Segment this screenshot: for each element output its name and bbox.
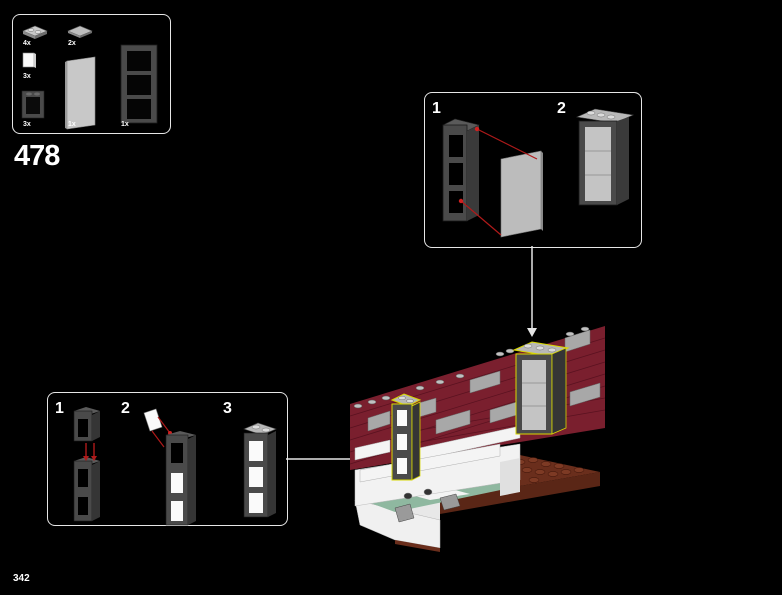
frame-stack-sub2	[143, 408, 196, 526]
frame-stack-sub3	[243, 422, 277, 518]
window-large-new	[512, 341, 570, 435]
tile-1x2-part	[67, 25, 93, 38]
top-callout-substep-2: 2	[557, 100, 566, 117]
plate-1x2-part	[22, 25, 48, 39]
assembled-window-sub2	[575, 108, 635, 206]
left-callout-panel: 1 2 3	[47, 392, 288, 526]
frame-stack-sub1	[73, 407, 100, 522]
step-number: 478	[14, 140, 60, 172]
top-callout-substep-1: 1	[432, 100, 441, 117]
wall-top-studs	[353, 326, 590, 409]
qty-glass-pane-1x1: 3x	[23, 73, 31, 80]
parts-list-art	[21, 25, 158, 130]
floor-details	[394, 488, 461, 523]
window-frame-1x1-part	[21, 90, 45, 119]
qty-plate-1x2: 4x	[23, 40, 31, 47]
glass-pane-1x4x6-part	[65, 56, 96, 130]
left-callout-substep-2: 2	[121, 400, 130, 417]
window-frame-1x4x6-part	[120, 44, 158, 124]
glass-pane-1x4x6-sub1	[500, 150, 543, 238]
window-column-new	[390, 393, 422, 481]
left-callout-substep-3: 3	[223, 400, 232, 417]
page-number: 342	[13, 573, 30, 584]
guide-line-top	[476, 128, 538, 160]
glass-pane-1x1-part	[22, 52, 36, 68]
left-callout-substep-1: 1	[55, 400, 64, 417]
parts-list-panel: 4x 2x 3x 3x 1x 1x	[12, 14, 171, 134]
qty-window-frame-1x4x6: 1x	[121, 121, 129, 128]
qty-glass-pane-1x4x6: 1x	[68, 121, 76, 128]
left-callout-art	[73, 407, 277, 526]
guide-line-bottom	[460, 200, 502, 236]
qty-window-frame-1x1: 3x	[23, 121, 31, 128]
window-frame-1x4x6-sub1	[442, 118, 480, 222]
top-callout-panel: 1 2	[424, 92, 642, 248]
qty-tile-1x2: 2x	[68, 40, 76, 47]
top-callout-art	[442, 108, 635, 238]
